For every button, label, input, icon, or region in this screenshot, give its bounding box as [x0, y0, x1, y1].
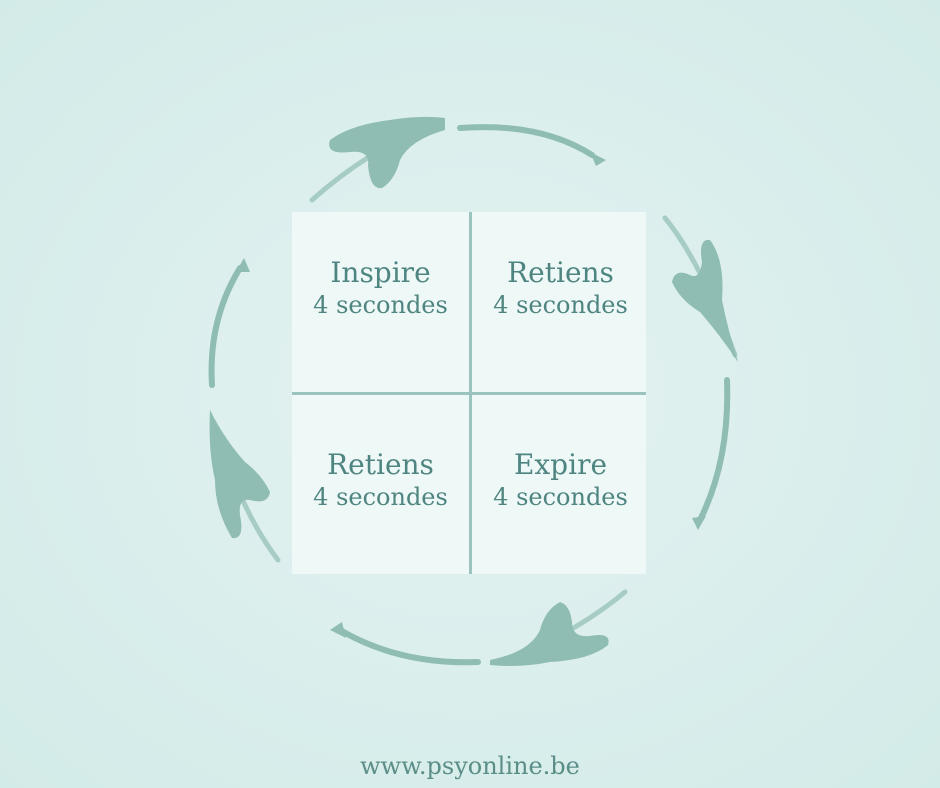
cell-duration: 4 secondes	[493, 291, 628, 319]
cell-inspire: Inspire 4 secondes	[292, 256, 469, 320]
website-link[interactable]: www.psyonline.be	[360, 752, 580, 780]
arc-left	[208, 265, 243, 388]
cell-retiens-2: Retiens 4 secondes	[292, 448, 469, 512]
arrowhead-right-icon	[672, 239, 738, 362]
cell-expire: Expire 4 secondes	[472, 448, 649, 512]
cell-title: Retiens	[327, 448, 434, 481]
breathing-grid: Inspire 4 secondes Retiens 4 secondes Re…	[292, 212, 646, 574]
arrow-stroke-top-left	[309, 152, 375, 203]
cell-title: Inspire	[330, 256, 431, 289]
arrowhead-bottom-icon	[490, 602, 609, 666]
cell-duration: 4 secondes	[313, 291, 448, 319]
arc-top	[457, 124, 595, 158]
arrowhead-left-icon	[209, 410, 270, 539]
arrowhead-left-small-icon	[236, 258, 250, 272]
arrowhead-top-small-icon	[590, 152, 606, 166]
cell-retiens-1: Retiens 4 secondes	[472, 256, 649, 320]
cell-title: Retiens	[507, 256, 614, 289]
arrowhead-bottom-small-icon	[330, 622, 346, 638]
horizontal-divider	[292, 392, 646, 395]
arc-right	[697, 377, 731, 523]
cell-duration: 4 secondes	[493, 483, 628, 511]
arc-bottom	[337, 627, 481, 666]
cell-title: Expire	[513, 448, 608, 481]
arrowhead-right-small-icon	[692, 516, 706, 530]
arrowhead-top-left-icon	[329, 116, 445, 189]
cell-duration: 4 secondes	[313, 483, 448, 511]
